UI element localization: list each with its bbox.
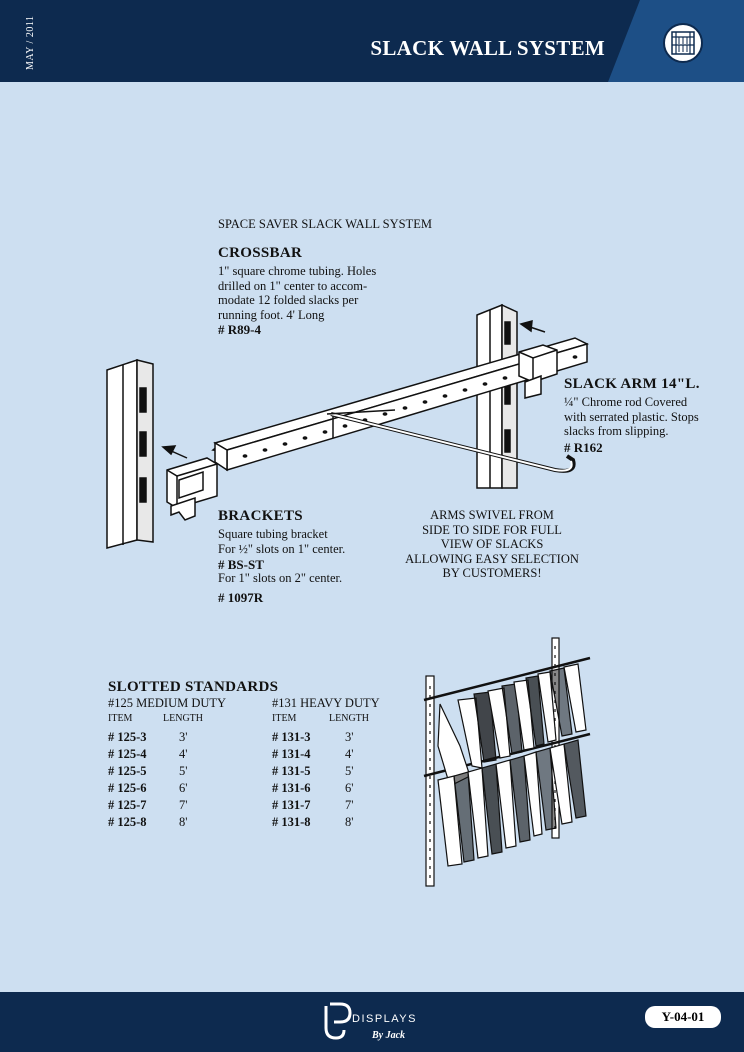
brackets-description: Square tubing bracket For ½" slots on 1"…: [218, 527, 388, 556]
item-code: # 125-3: [108, 730, 147, 744]
table-row: # 125-8 8' # 131-8 8': [108, 815, 380, 832]
slack-arm-code: # R162: [564, 440, 603, 455]
slack-arm-heading: SLACK ARM 14"L.: [564, 376, 700, 392]
slack-arm-line: slacks from slipping.: [564, 424, 669, 438]
crossbar-line: modate 12 folded slacks per: [218, 293, 359, 307]
item-length: 7': [345, 798, 354, 812]
table-row: ITEM LENGTH ITEM LENGTH: [108, 713, 380, 730]
heavy-duty-title: #131 HEAVY DUTY: [272, 696, 380, 710]
item-code: # 125-8: [108, 815, 147, 829]
table-row: # 125-5 5' # 131-5 5': [108, 764, 380, 781]
intro-text: SPACE SAVER SLACK WALL SYSTEM: [218, 217, 432, 231]
side-date: MAY / 2011: [25, 15, 36, 71]
note-line: ARMS SWIVEL FROM: [430, 508, 554, 522]
crossbar-line: 1" square chrome tubing. Holes: [218, 264, 377, 278]
item-code: # 125-5: [108, 764, 147, 778]
item-code: # 125-4: [108, 747, 147, 761]
note-line: VIEW OF SLACKS: [440, 537, 544, 551]
crossbar-line: running foot. 4' Long: [218, 307, 325, 322]
item-length: 4': [179, 747, 188, 761]
displays-by-jack-logo: DISPLAYS By Jack: [324, 1002, 417, 1041]
slack-arm-line: with serrated plastic. Stops: [564, 409, 699, 424]
right-upright-illustration: [476, 303, 518, 489]
table-row: # 125-6 6' # 131-6 6': [108, 781, 380, 798]
item-length: 3': [345, 730, 354, 744]
table-row: # 125-4 4' # 131-4 4': [108, 747, 380, 764]
col-length: LENGTH: [329, 713, 369, 724]
page-footer: [0, 992, 744, 1052]
brackets-line: Square tubing bracket: [218, 527, 328, 541]
brackets-heading: BRACKETS: [218, 508, 303, 524]
item-code: # 131-8: [272, 815, 311, 829]
col-length: LENGTH: [163, 713, 203, 724]
note-line: ALLOWING EASY SELECTION: [405, 551, 579, 566]
page-code-badge: Y-04-01: [645, 1006, 721, 1028]
slack-display-illustration: [423, 637, 591, 887]
slack-arm-description: ¼" Chrome rod Covered with serrated plas…: [564, 395, 734, 439]
table-row: # 125-7 7' # 131-7 7': [108, 798, 380, 815]
page-title: SLACK WALL SYSTEM: [370, 36, 605, 60]
table-row: #125 MEDIUM DUTY #131 HEAVY DUTY: [108, 696, 380, 713]
item-length: 5': [345, 764, 354, 778]
brackets-code-2: # 1097R: [218, 590, 264, 605]
footer-brand: DISPLAYS: [352, 1013, 417, 1025]
crossbar-illustration: [213, 337, 590, 472]
brackets-line: For ½" slots on 1" center.: [218, 541, 346, 556]
col-item: ITEM: [108, 713, 133, 724]
left-upright-illustration: [106, 358, 154, 549]
item-length: 7': [179, 798, 188, 812]
col-item: ITEM: [272, 713, 297, 724]
item-code: # 131-7: [272, 798, 311, 812]
item-code: # 131-5: [272, 764, 311, 778]
crossbar-description: 1" square chrome tubing. Holes drilled o…: [218, 264, 398, 322]
slack-arm-line: ¼" Chrome rod Covered: [564, 395, 688, 409]
brackets-code-1: # BS-ST: [218, 557, 264, 572]
medium-duty-title: #125 MEDIUM DUTY: [108, 696, 227, 710]
item-code: # 125-7: [108, 798, 147, 812]
crossbar-code: # R89-4: [218, 322, 261, 337]
item-length: 6': [179, 781, 188, 795]
right-bracket-illustration: [518, 344, 558, 399]
note-line: BY CUSTOMERS!: [442, 566, 542, 580]
slack-arm-illustration: [326, 409, 576, 473]
hardware-illustration: [106, 303, 590, 549]
rack-icon: [663, 23, 703, 63]
table-row: # 125-3 3' # 131-3 3': [108, 730, 380, 747]
item-length: 8': [345, 815, 354, 829]
left-bracket-illustration: [166, 457, 218, 521]
item-code: # 131-4: [272, 747, 311, 761]
item-length: 4': [345, 747, 354, 761]
item-code: # 131-6: [272, 781, 311, 795]
item-length: 6': [345, 781, 354, 795]
standards-heading: SLOTTED STANDARDS: [108, 679, 279, 695]
item-length: 8': [179, 815, 188, 829]
crossbar-heading: CROSSBAR: [218, 245, 303, 261]
arms-swivel-note: ARMS SWIVEL FROM SIDE TO SIDE FOR FULL V…: [392, 508, 592, 581]
crossbar-line: drilled on 1" center to accom-: [218, 278, 368, 293]
standards-table: #125 MEDIUM DUTY #131 HEAVY DUTY ITEM LE…: [108, 696, 380, 832]
footer-brand-sub: By Jack: [371, 1030, 405, 1041]
item-code: # 131-3: [272, 730, 311, 744]
item-code: # 125-6: [108, 781, 147, 795]
item-length: 5': [179, 764, 188, 778]
display-lower-row: [437, 739, 587, 867]
display-upper-row: [437, 663, 587, 787]
item-length: 3': [179, 730, 188, 744]
brackets-line-3: For 1" slots on 2" center.: [218, 571, 343, 585]
note-line: SIDE TO SIDE FOR FULL: [422, 522, 562, 537]
